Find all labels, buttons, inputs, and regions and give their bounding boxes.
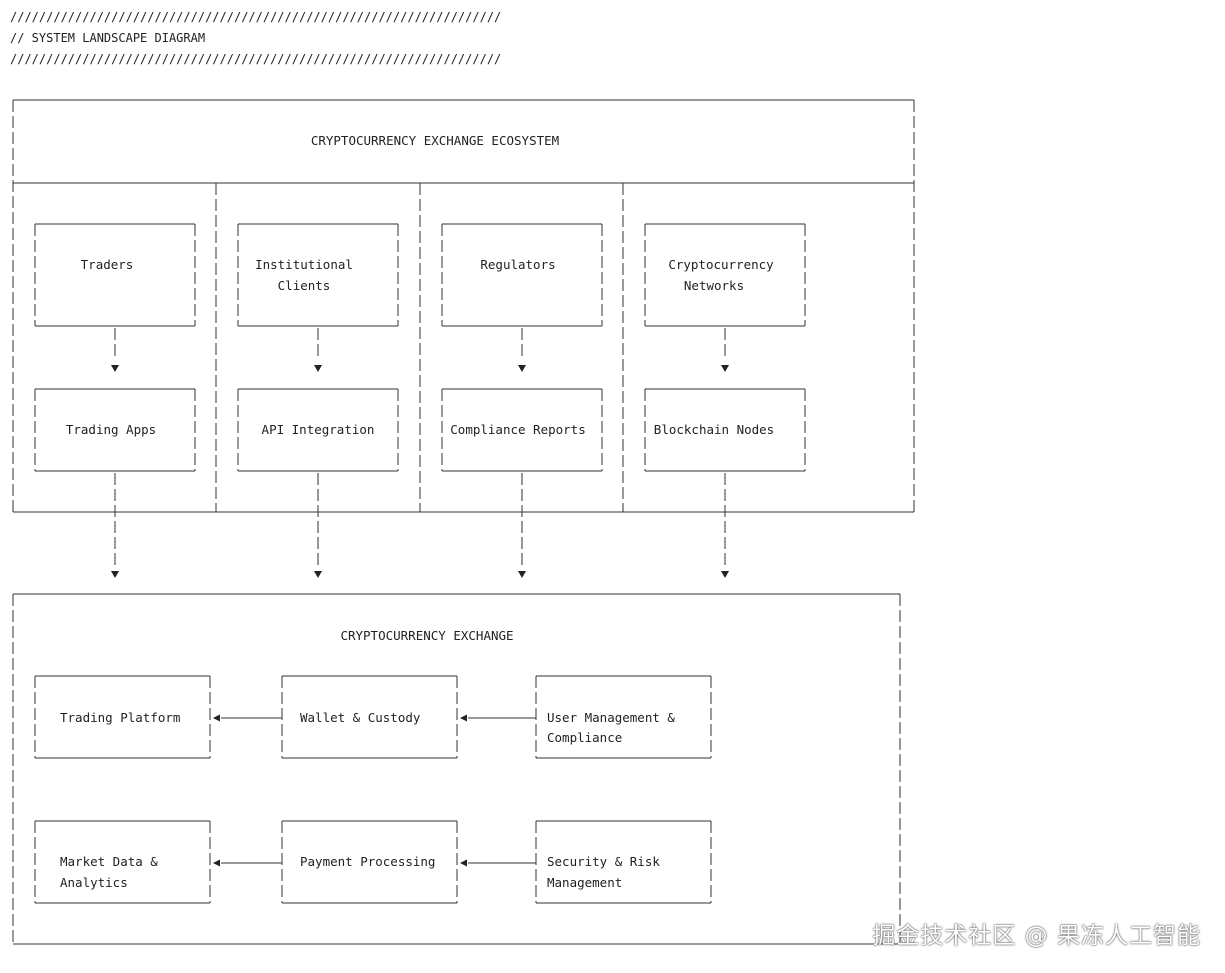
- actor-box-crypto-networks: [644, 223, 806, 327]
- channel-blockchain-nodes: Blockchain Nodes: [653, 422, 775, 437]
- ecosystem-frame: [12, 99, 915, 513]
- component-box-wallet-custody: [281, 675, 458, 759]
- arrow-down-icon: [721, 571, 729, 578]
- component-security-risk-line2: Management: [547, 875, 623, 890]
- component-box-trading-platform: [34, 675, 211, 759]
- component-security-risk-line1: Security & Risk: [547, 854, 660, 869]
- arrow-left-icon: [213, 859, 220, 867]
- actor-box-regulators: [441, 223, 603, 327]
- channel-compliance-reports: Compliance Reports: [450, 422, 586, 437]
- arrow-down-icon: [111, 571, 119, 578]
- actor-box-institutional-clients: [237, 223, 399, 327]
- actor-regulators: Regulators: [480, 257, 556, 272]
- actor-institutional-line1: Institutional: [255, 257, 353, 272]
- diagram-title: // SYSTEM LANDSCAPE DIAGRAM: [10, 31, 206, 45]
- exchange-title: CRYPTOCURRENCY EXCHANGE: [340, 628, 514, 643]
- arrow-left-icon: [213, 714, 220, 722]
- arrow-down-icon: [721, 365, 729, 372]
- channel-box-blockchain-nodes: [644, 388, 806, 472]
- channel-trading-apps: Trading Apps: [65, 422, 157, 437]
- component-user-mgmt-line1: User Management &: [547, 710, 675, 725]
- watermark: 掘金技术社区 @ 果冻人工智能: [872, 923, 1201, 949]
- channel-box-trading-apps: [34, 388, 196, 472]
- component-box-security-risk: [535, 820, 712, 904]
- component-market-data-line2: Analytics: [60, 875, 128, 890]
- arrow-down-icon: [518, 365, 526, 372]
- actor-crypto-networks-line1: Cryptocurrency: [668, 257, 774, 272]
- component-trading-platform: Trading Platform: [60, 710, 181, 725]
- exchange-frame: [12, 593, 901, 945]
- component-wallet-custody: Wallet & Custody: [300, 710, 421, 725]
- component-box-market-data: [34, 820, 211, 904]
- arrow-down-icon: [518, 571, 526, 578]
- arrow-left-icon: [460, 859, 467, 867]
- component-box-payment-processing: [281, 820, 458, 904]
- component-market-data-line1: Market Data &: [60, 854, 158, 869]
- actor-box-traders: [34, 223, 196, 327]
- channel-box-compliance-reports: [441, 388, 603, 472]
- component-box-user-management: [535, 675, 712, 759]
- actor-institutional-line2: Clients: [277, 278, 331, 293]
- actor-traders: Traders: [80, 257, 134, 272]
- component-payment-processing: Payment Processing: [300, 854, 436, 869]
- ecosystem-title: CRYPTOCURRENCY EXCHANGE ECOSYSTEM: [310, 133, 560, 148]
- header-rule-top: ////////////////////////////////////////…: [10, 10, 502, 24]
- actor-crypto-networks-line2: Networks: [683, 278, 745, 293]
- arrow-left-icon: [460, 714, 467, 722]
- channel-box-api-integration: [237, 388, 399, 472]
- arrow-down-icon: [314, 365, 322, 372]
- arrow-down-icon: [314, 571, 322, 578]
- arrow-down-icon: [111, 365, 119, 372]
- channel-api-integration: API Integration: [261, 422, 375, 437]
- header-rule-bottom: ////////////////////////////////////////…: [10, 52, 502, 66]
- component-user-mgmt-line2: Compliance: [547, 730, 623, 745]
